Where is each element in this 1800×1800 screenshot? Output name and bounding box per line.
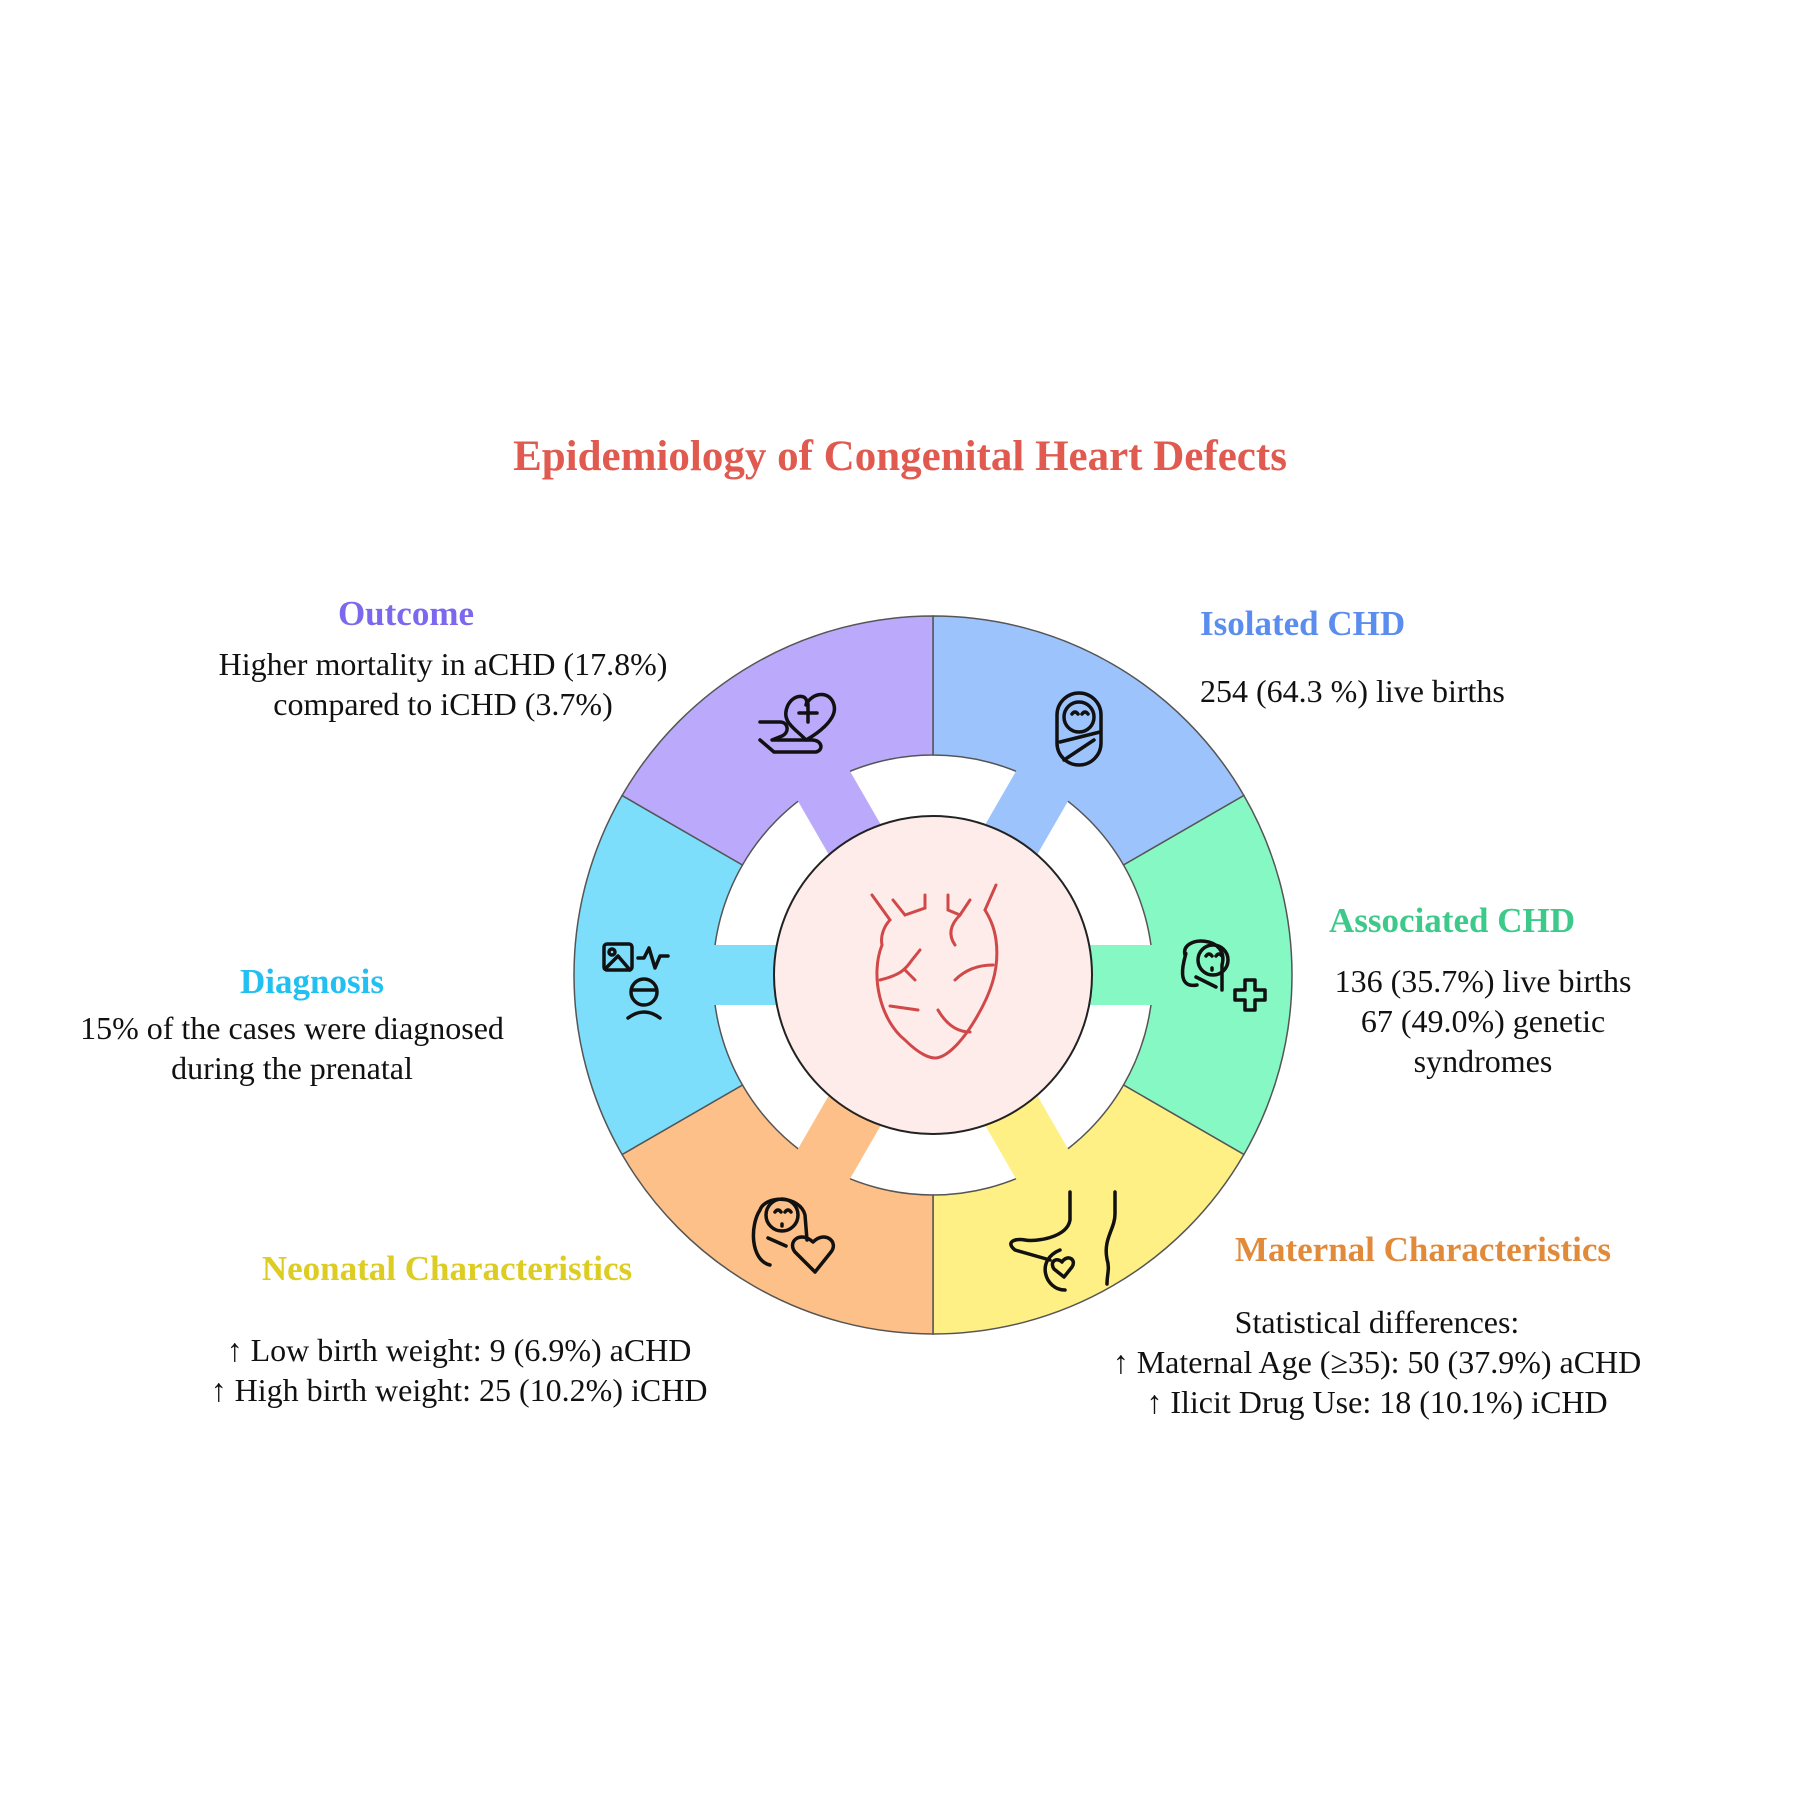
baby-medical-cross-icon bbox=[1180, 939, 1267, 1012]
outcome-section: Outcome Higher mortality in aCHD (17.8%)… bbox=[145, 594, 668, 724]
associated-section: Associated CHD 136 (35.7%) live births 6… bbox=[1273, 901, 1632, 1081]
outcome-line: Higher mortality in aCHD (17.8%) bbox=[218, 646, 668, 682]
segment-tab-diagnosis bbox=[707, 945, 783, 1005]
segment-tab-associated bbox=[1083, 945, 1159, 1005]
swaddled-baby-icon bbox=[1055, 691, 1103, 767]
diagnosis-title: Diagnosis bbox=[240, 962, 384, 1001]
outcome-title: Outcome bbox=[337, 594, 475, 633]
associated-line: 136 (35.7%) live births bbox=[1334, 963, 1632, 999]
diagnosis-line: during the prenatal bbox=[171, 1050, 413, 1086]
diagnosis-line: 15% of the cases were diagnosed bbox=[80, 1010, 504, 1046]
neonatal-line: ↑ Low birth weight: 9 (6.9%) aCHD bbox=[226, 1332, 692, 1368]
maternal-line: ↑ Ilicit Drug Use: 18 (10.1%) iCHD bbox=[1146, 1384, 1608, 1420]
neonatal-section: Neonatal Characteristics ↑ Low birth wei… bbox=[187, 1249, 708, 1410]
neonatal-title: Neonatal Characteristics bbox=[261, 1249, 633, 1288]
outcome-line: compared to iCHD (3.7%) bbox=[273, 686, 613, 722]
pregnant-belly-heart-icon bbox=[1009, 1190, 1117, 1292]
baby-heart-icon bbox=[751, 1197, 835, 1274]
isolated-section: Isolated CHD 254 (64.3 %) live births bbox=[1200, 604, 1505, 711]
page-title: Epidemiology of Congenital Heart Defects bbox=[513, 433, 1287, 480]
segment-isolated bbox=[932, 615, 1245, 867]
maternal-section: Maternal Characteristics Statistical dif… bbox=[1113, 1230, 1642, 1422]
segment-maternal bbox=[932, 1083, 1245, 1335]
neonatal-line: ↑ High birth weight: 25 (10.2%) iCHD bbox=[210, 1372, 708, 1408]
maternal-line: Statistical differences: bbox=[1234, 1304, 1520, 1340]
associated-title: Associated CHD bbox=[1329, 901, 1575, 940]
hand-heart-plus-icon bbox=[758, 692, 837, 754]
segment-diagnosis bbox=[573, 794, 744, 1156]
isolated-title: Isolated CHD bbox=[1200, 604, 1406, 643]
maternal-title: Maternal Characteristics bbox=[1234, 1230, 1612, 1269]
ultrasound-monitor-icon bbox=[602, 942, 670, 1020]
anatomical-heart-icon bbox=[870, 883, 999, 1060]
isolated-line: 254 (64.3 %) live births bbox=[1200, 673, 1505, 709]
diagnosis-section: Diagnosis 15% of the cases were diagnose… bbox=[80, 962, 504, 1088]
center-circle bbox=[773, 815, 1093, 1135]
associated-line: 67 (49.0%) genetic bbox=[1360, 1003, 1606, 1039]
maternal-line: ↑ Maternal Age (≥35): 50 (37.9%) aCHD bbox=[1112, 1344, 1642, 1380]
associated-line: syndromes bbox=[1413, 1043, 1553, 1079]
